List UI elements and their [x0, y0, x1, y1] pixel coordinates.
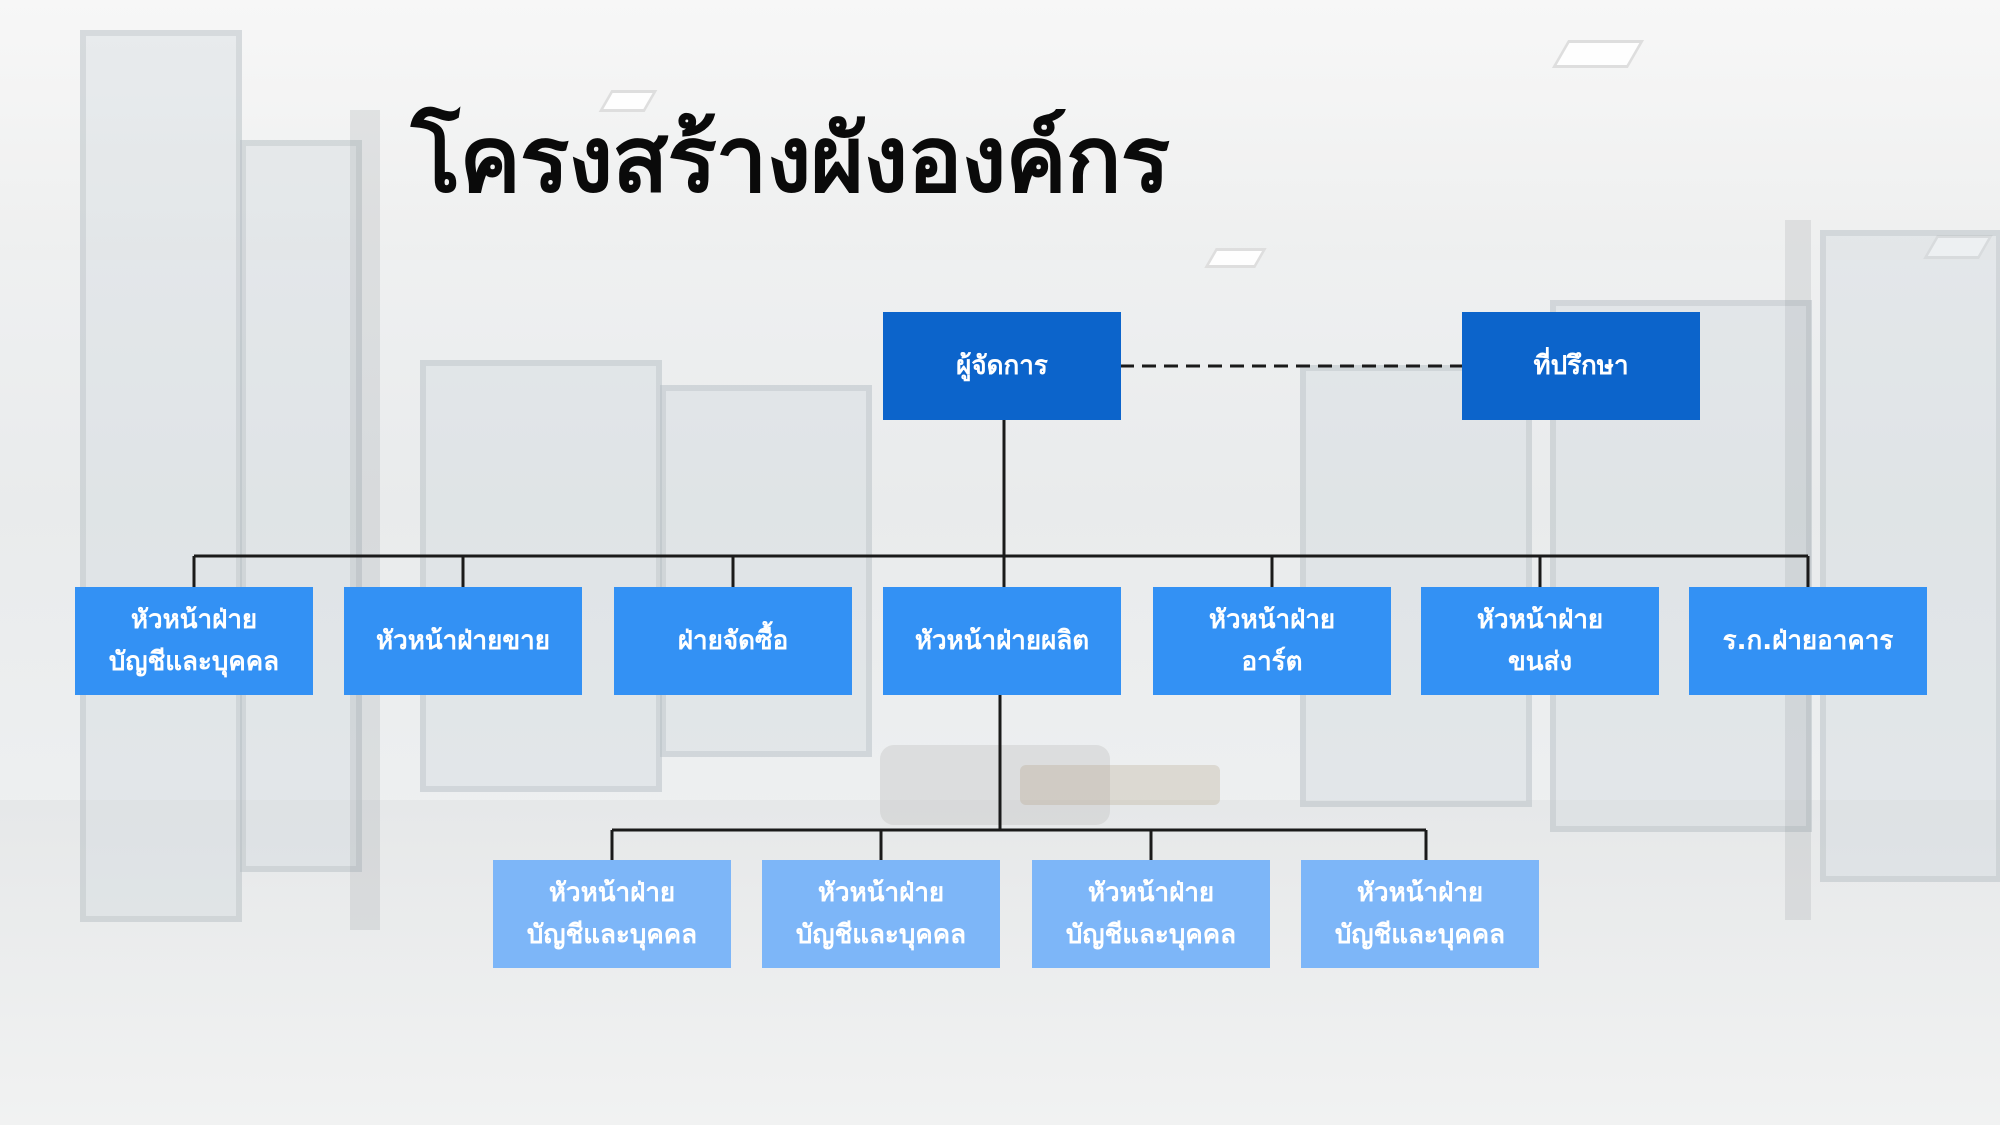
department-label-line1: หัวหน้าฝ่ายขาย [376, 626, 550, 656]
sub-unit-label-line1: หัวหน้าฝ่าย [1087, 878, 1215, 908]
sub-unit-box-2: หัวหน้าฝ่าย บัญชีและบุคคล [762, 860, 1000, 968]
department-label-line1: ฝ่ายจัดซื้อ [677, 626, 789, 656]
sub-unit-label-line2: บัญชีและบุคคล [795, 920, 967, 950]
department-box-production: หัวหน้าฝ่ายผลิต [883, 587, 1121, 695]
manager-label: ผู้จัดการ [956, 351, 1048, 381]
sub-unit-label-line2: บัญชีและบุคคล [1065, 920, 1237, 950]
department-box-logistics: หัวหน้าฝ่าย ขนส่ง [1421, 587, 1659, 695]
department-label-line1: ร.ก.ฝ่ายอาคาร [1722, 626, 1894, 656]
sub-unit-label-line1: หัวหน้าฝ่าย [548, 878, 676, 908]
sub-unit-label-line2: บัญชีและบุคคล [1334, 920, 1506, 950]
department-label-line1: หัวหน้าฝ่าย [130, 605, 258, 635]
department-label-line2: ขนส่ง [1507, 647, 1573, 677]
sub-unit-box-4: หัวหน้าฝ่าย บัญชีและบุคคล [1301, 860, 1539, 968]
advisor-box: ที่ปรึกษา [1462, 312, 1700, 420]
department-box-art: หัวหน้าฝ่าย อาร์ต [1153, 587, 1391, 695]
department-label-line2: บัญชีและบุคคล [108, 647, 280, 677]
sub-unit-label-line1: หัวหน้าฝ่าย [1356, 878, 1484, 908]
page-title: โครงสร้างผังองค์กร [410, 106, 1170, 213]
sub-unit-box-1: หัวหน้าฝ่าย บัญชีและบุคคล [493, 860, 731, 968]
sub-unit-label-line2: บัญชีและบุคคล [526, 920, 698, 950]
advisor-label: ที่ปรึกษา [1533, 351, 1629, 381]
department-box-sales: หัวหน้าฝ่ายขาย [344, 587, 582, 695]
department-box-purchasing: ฝ่ายจัดซื้อ [614, 587, 852, 695]
department-label-line2: อาร์ต [1241, 647, 1303, 677]
sub-unit-box-3: หัวหน้าฝ่าย บัญชีและบุคคล [1032, 860, 1270, 968]
department-label-line1: หัวหน้าฝ่าย [1208, 605, 1336, 635]
department-label-line1: หัวหน้าฝ่าย [1476, 605, 1604, 635]
department-box-accounting-hr: หัวหน้าฝ่าย บัญชีและบุคคล [75, 587, 313, 695]
department-box-building: ร.ก.ฝ่ายอาคาร [1689, 587, 1927, 695]
sub-unit-label-line1: หัวหน้าฝ่าย [817, 878, 945, 908]
manager-box: ผู้จัดการ [883, 312, 1121, 420]
department-label-line1: หัวหน้าฝ่ายผลิต [914, 626, 1090, 656]
